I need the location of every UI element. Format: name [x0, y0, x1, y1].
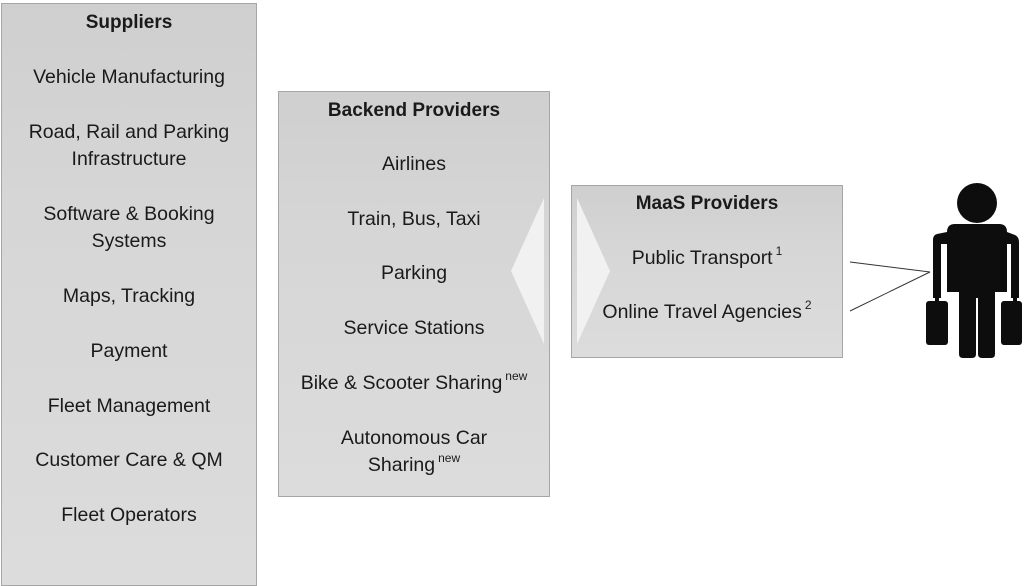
connector-line-upper — [849, 261, 931, 273]
new-badge: new — [505, 368, 528, 383]
supplier-item-fleet-operators: Fleet Operators — [61, 504, 197, 526]
traveler-with-suitcases-icon — [926, 183, 1022, 358]
supplier-item-maps-tracking: Maps, Tracking — [62, 285, 196, 307]
supplier-item-payment: Payment — [90, 340, 168, 362]
maas-providers-title: MaaS Providers — [635, 193, 779, 214]
new-badge: new — [438, 450, 461, 465]
backend-item-airlines: Airlines — [382, 153, 446, 175]
suppliers-title: Suppliers — [85, 12, 173, 33]
backend-providers-box: Backend Providers Airlines Train, Bus, T… — [278, 91, 550, 497]
chevron-left-arrow-icon — [511, 198, 544, 344]
supplier-item-infrastructure: Road, Rail and Parking Infrastructure — [28, 121, 230, 170]
suppliers-box: Suppliers Vehicle Manufacturing Road, Ra… — [1, 3, 257, 586]
supplier-item-software-booking: Software & Booking Systems — [43, 203, 215, 252]
supplier-item-vehicle-manufacturing: Vehicle Manufacturing — [33, 66, 225, 88]
supplier-item-customer-care: Customer Care & QM — [35, 449, 223, 471]
footnote-marker: 1 — [775, 243, 783, 258]
connector-line-lower — [849, 271, 931, 312]
backend-item-service-stations: Service Stations — [343, 317, 485, 339]
backend-providers-title: Backend Providers — [327, 100, 501, 121]
chevron-right-arrow-icon — [577, 198, 610, 344]
backend-item-parking: Parking — [380, 262, 448, 284]
backend-item-train-bus-taxi: Train, Bus, Taxi — [347, 208, 481, 230]
supplier-item-fleet-management: Fleet Management — [47, 395, 211, 417]
footnote-marker: 2 — [804, 297, 812, 312]
